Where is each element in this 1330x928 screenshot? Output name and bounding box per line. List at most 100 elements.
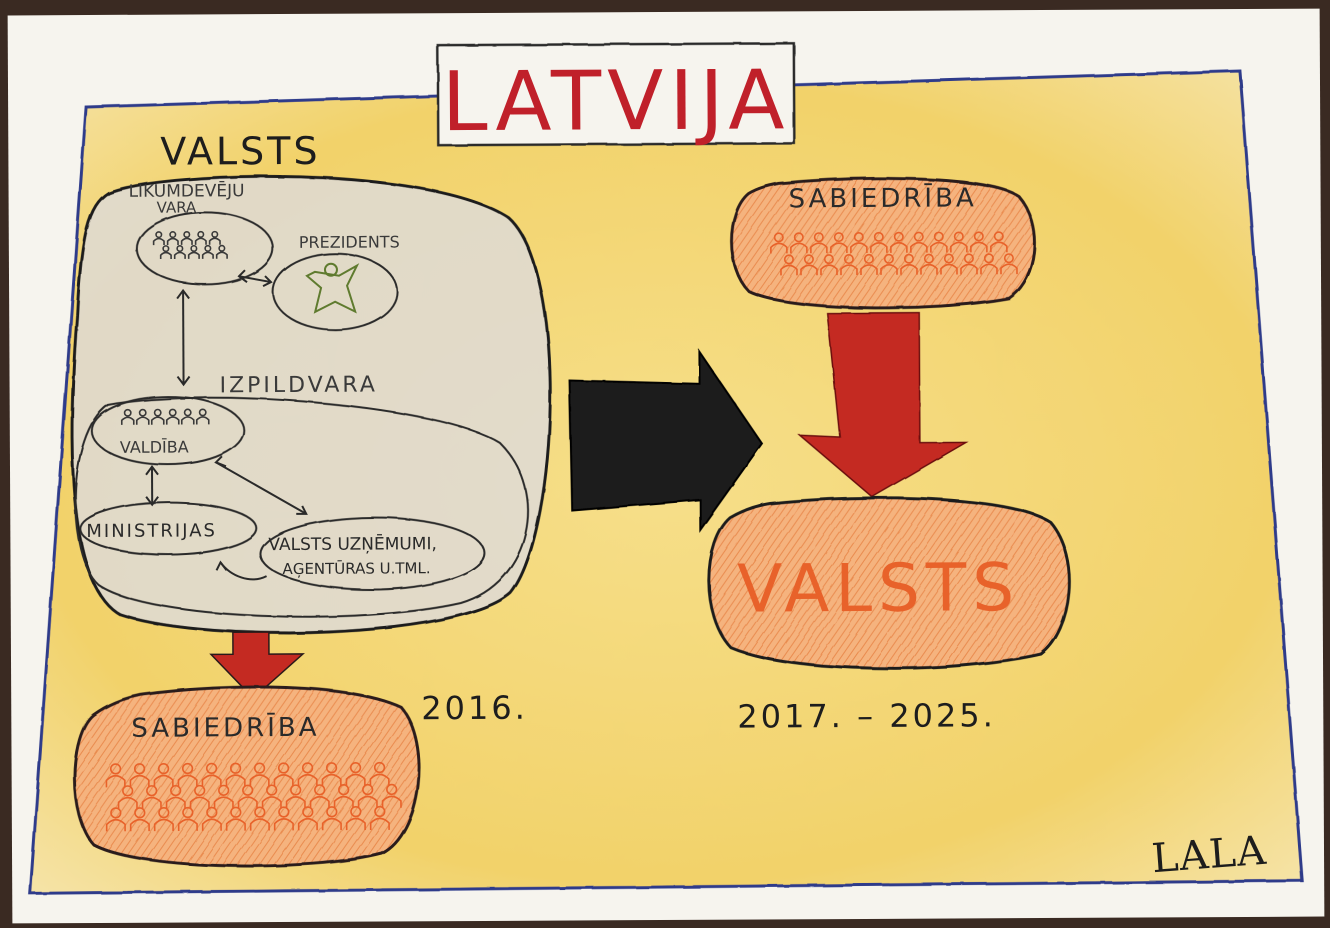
state-label-left: VALSTS (160, 129, 320, 174)
person-body-icon (195, 416, 210, 425)
person-head-icon (204, 244, 212, 252)
person-body-icon (970, 241, 988, 253)
right-society-label: SABIEDRĪBA (789, 182, 977, 214)
person-head-icon (155, 231, 163, 239)
person-body-icon (285, 796, 306, 809)
person-head-icon (933, 231, 944, 242)
page-title: LATVIJA (442, 53, 791, 150)
left-society-label: SABIEDRĪBA (131, 712, 319, 744)
person-body-icon (950, 241, 968, 253)
person-body-icon (187, 251, 200, 259)
person-body-icon (920, 263, 938, 275)
president-head-icon (323, 262, 338, 277)
person-body-icon (840, 264, 858, 276)
person-head-icon (374, 805, 386, 818)
left-society-bubble (73, 685, 421, 868)
person-head-icon (873, 231, 884, 242)
person-body-icon (990, 241, 1008, 253)
person-body-icon (225, 774, 246, 787)
person-head-icon (230, 806, 242, 818)
title-box: LATVIJA (436, 42, 796, 150)
person-body-icon (850, 242, 868, 254)
legislature-people-icon (152, 230, 228, 260)
person-head-icon (953, 231, 964, 242)
person-body-icon (297, 817, 318, 831)
person-head-icon (168, 408, 177, 417)
year-2016: 2016. (421, 689, 528, 728)
person-head-icon (893, 231, 904, 242)
person-head-icon (181, 762, 194, 775)
person-body-icon (237, 796, 258, 809)
person-head-icon (183, 230, 191, 239)
person-head-icon (134, 807, 146, 819)
enterprises-bubble (259, 516, 486, 591)
right-state-label: VALSTS (737, 549, 1020, 627)
person-body-icon (960, 263, 978, 275)
person-body-icon (820, 264, 838, 276)
person-body-icon (333, 795, 354, 809)
person-body-icon (208, 237, 221, 245)
person-head-icon (253, 762, 266, 774)
person-body-icon (321, 817, 342, 831)
person-head-icon (218, 244, 226, 252)
person-head-icon (170, 784, 182, 797)
diagram-canvas: LATVIJA VALSTS LIKUMDEVĒJU VARA PREZIDEN… (28, 42, 1304, 895)
president-label: PREZIDENTS (299, 232, 400, 252)
person-body-icon (177, 774, 198, 787)
person-body-icon (201, 818, 222, 831)
person-head-icon (109, 763, 122, 775)
person-body-icon (129, 818, 150, 832)
state-bubble (70, 174, 552, 635)
person-head-icon (182, 806, 194, 819)
person-body-icon (800, 264, 818, 276)
right-red-arrow-icon (797, 311, 969, 498)
person-body-icon (297, 773, 318, 787)
person-head-icon (314, 784, 326, 796)
person-body-icon (940, 263, 958, 275)
person-body-icon (900, 263, 918, 275)
legislature-label: LIKUMDEVĒJU (128, 179, 244, 202)
legislature-group: LIKUMDEVĒJU VARA (128, 179, 274, 286)
transition-black-arrow-icon (568, 348, 764, 533)
person-body-icon (152, 237, 165, 246)
person-body-icon (870, 242, 888, 253)
president-group: PREZIDENTS (272, 232, 400, 331)
enterprises-label-2: AĢENTŪRAS U.TML. (282, 558, 430, 578)
person-body-icon (105, 774, 126, 788)
person-head-icon (229, 762, 242, 774)
person-body-icon (213, 796, 234, 809)
person-head-icon (138, 408, 147, 417)
person-head-icon (913, 231, 924, 242)
person-head-icon (157, 763, 170, 775)
person-head-icon (254, 806, 266, 818)
gov-ent-arrow (215, 461, 307, 515)
person-body-icon (159, 251, 172, 260)
person-body-icon (273, 818, 294, 831)
person-body-icon (225, 818, 246, 831)
person-head-icon (373, 761, 386, 774)
person-head-icon (211, 230, 219, 238)
person-body-icon (129, 774, 150, 788)
person-head-icon (278, 806, 290, 818)
person-head-icon (338, 784, 350, 796)
years-2017-2025: 2017. – 2025. (737, 696, 996, 735)
signature: LALA (1150, 828, 1268, 882)
person-head-icon (843, 254, 854, 265)
person-head-icon (773, 232, 784, 243)
person-head-icon (903, 253, 914, 264)
president-bubble (272, 252, 399, 331)
person-head-icon (1003, 253, 1014, 264)
person-head-icon (153, 408, 162, 417)
person-head-icon (833, 232, 844, 243)
right-society-group: SABIEDRĪBA (730, 176, 1036, 310)
person-body-icon (345, 773, 366, 787)
executive-label: IZPILDVARA (220, 373, 378, 399)
person-body-icon (790, 242, 808, 254)
person-body-icon (249, 774, 270, 787)
person-body-icon (321, 773, 342, 787)
person-head-icon (206, 806, 218, 819)
person-body-icon (890, 241, 908, 253)
person-head-icon (863, 253, 874, 264)
person-body-icon (273, 774, 294, 787)
person-body-icon (369, 773, 390, 786)
